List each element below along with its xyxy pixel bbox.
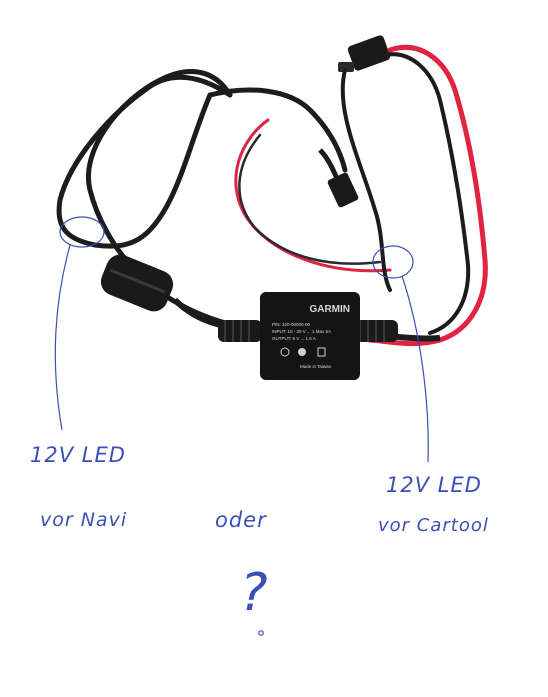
pointer-line-right: [401, 275, 429, 463]
annotation-dot: [258, 630, 264, 636]
marker-circle-left: [59, 216, 105, 248]
annotation-middle: oder: [215, 508, 267, 532]
power-cable-right: [340, 44, 488, 347]
cert-mark-icon: [298, 348, 306, 356]
annotation-left-2: vor Navi: [40, 509, 127, 531]
label-line-1: P/N: 320-00000-00: [272, 322, 311, 327]
ferrite-core-icon: [100, 254, 174, 312]
bin-mark-icon: [317, 347, 326, 357]
mini-usb-plug-icon: [318, 148, 359, 208]
pointer-line-left: [54, 244, 71, 431]
ce-mark-icon: [280, 347, 290, 357]
loose-wires: [234, 118, 392, 273]
black-cable-coil: [56, 69, 348, 333]
annotation-right-2: vor Cartool: [378, 515, 489, 536]
marker-circle-right: [372, 245, 414, 279]
label-line-3: OUTPUT: 5 V ... 1.5 A: [272, 336, 316, 341]
brand-label: GARMIN: [309, 304, 350, 315]
converter-box-icon: GARMIN P/N: 320-00000-00 INPUT: 10 - 30 …: [260, 292, 360, 380]
label-line-4: Made in Taiwan: [300, 364, 332, 369]
annotation-right-1: 12V LED: [386, 473, 482, 497]
annotation-question: ?: [240, 563, 269, 623]
fuse-holder-icon: [338, 35, 391, 72]
strain-relief-left: [218, 320, 262, 342]
label-line-2: INPUT: 10 - 30 V ... 1 Max 5A: [272, 329, 331, 334]
annotation-left-1: 12V LED: [30, 443, 126, 467]
